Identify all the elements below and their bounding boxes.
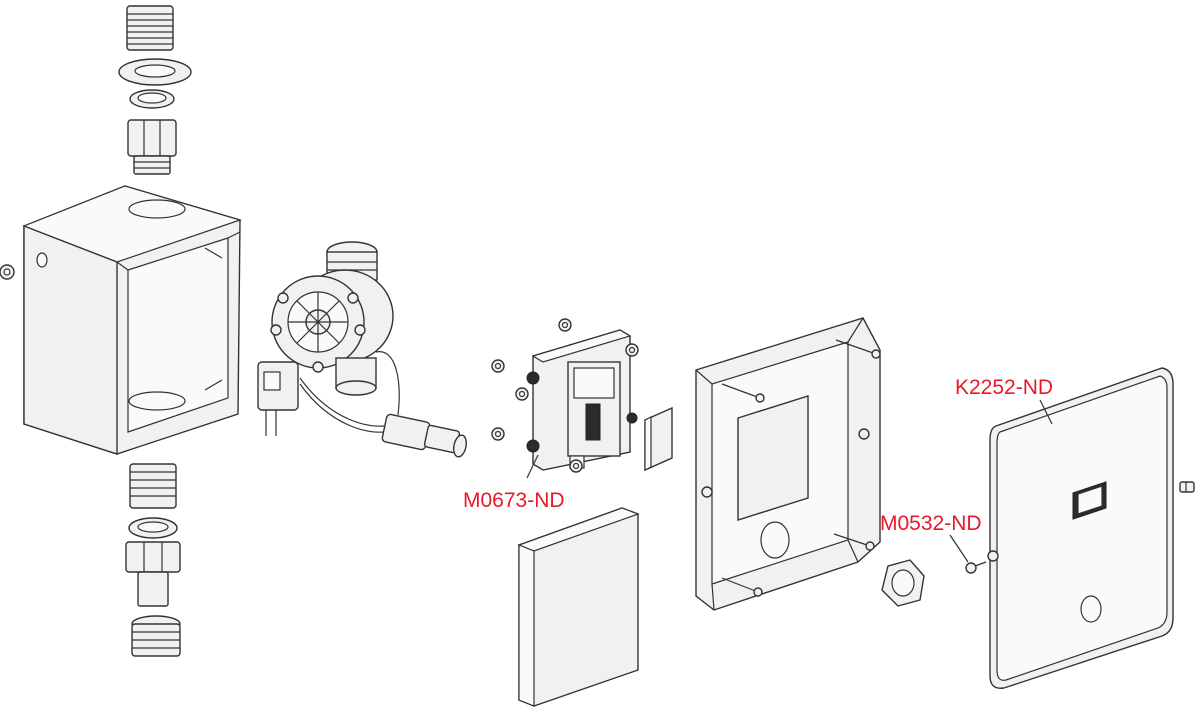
- top-seal-ring: [129, 89, 175, 109]
- top-fitting-stack: [118, 5, 192, 175]
- bottom-threaded-connector: [131, 615, 181, 657]
- top-hex-nut-fitting: [127, 119, 177, 175]
- mounting-frame: [695, 317, 881, 611]
- mounting-box: [0, 185, 242, 455]
- front-cover-panel: [987, 367, 1174, 689]
- label-front-cover: K2252-ND: [955, 376, 1053, 399]
- cover-screw: [949, 534, 987, 574]
- solenoid-coil: [257, 361, 299, 436]
- cable-connector-plug: [381, 413, 467, 458]
- top-threaded-nipple: [126, 5, 174, 51]
- small-bracket: [644, 406, 673, 472]
- label-control-module: M0673-ND: [463, 489, 565, 512]
- module-mounting-nuts: [491, 318, 639, 473]
- bottom-threaded-nipple: [129, 463, 177, 509]
- hex-locknut: [881, 559, 925, 607]
- mounting-screws: [721, 339, 881, 597]
- bottom-fitting-stack: [125, 463, 181, 657]
- top-flat-washer: [118, 58, 192, 86]
- valve-diaphragm-housing: [270, 275, 366, 373]
- bottom-hex-fitting: [125, 541, 181, 607]
- valve-bottom-inlet: [335, 357, 377, 396]
- mounting-screw: [721, 383, 765, 403]
- mounting-screw: [833, 533, 875, 551]
- mounting-screw: [721, 577, 763, 597]
- foam-block: [517, 507, 640, 707]
- bottom-seal-ring: [128, 517, 178, 539]
- override-button-hole: [1080, 595, 1102, 623]
- solenoid-valve: [257, 241, 467, 458]
- label-cover-screw: M0532-ND: [880, 512, 982, 535]
- side-cover-screw: [1179, 481, 1195, 493]
- control-module: [491, 318, 639, 479]
- mounting-screw: [835, 339, 881, 359]
